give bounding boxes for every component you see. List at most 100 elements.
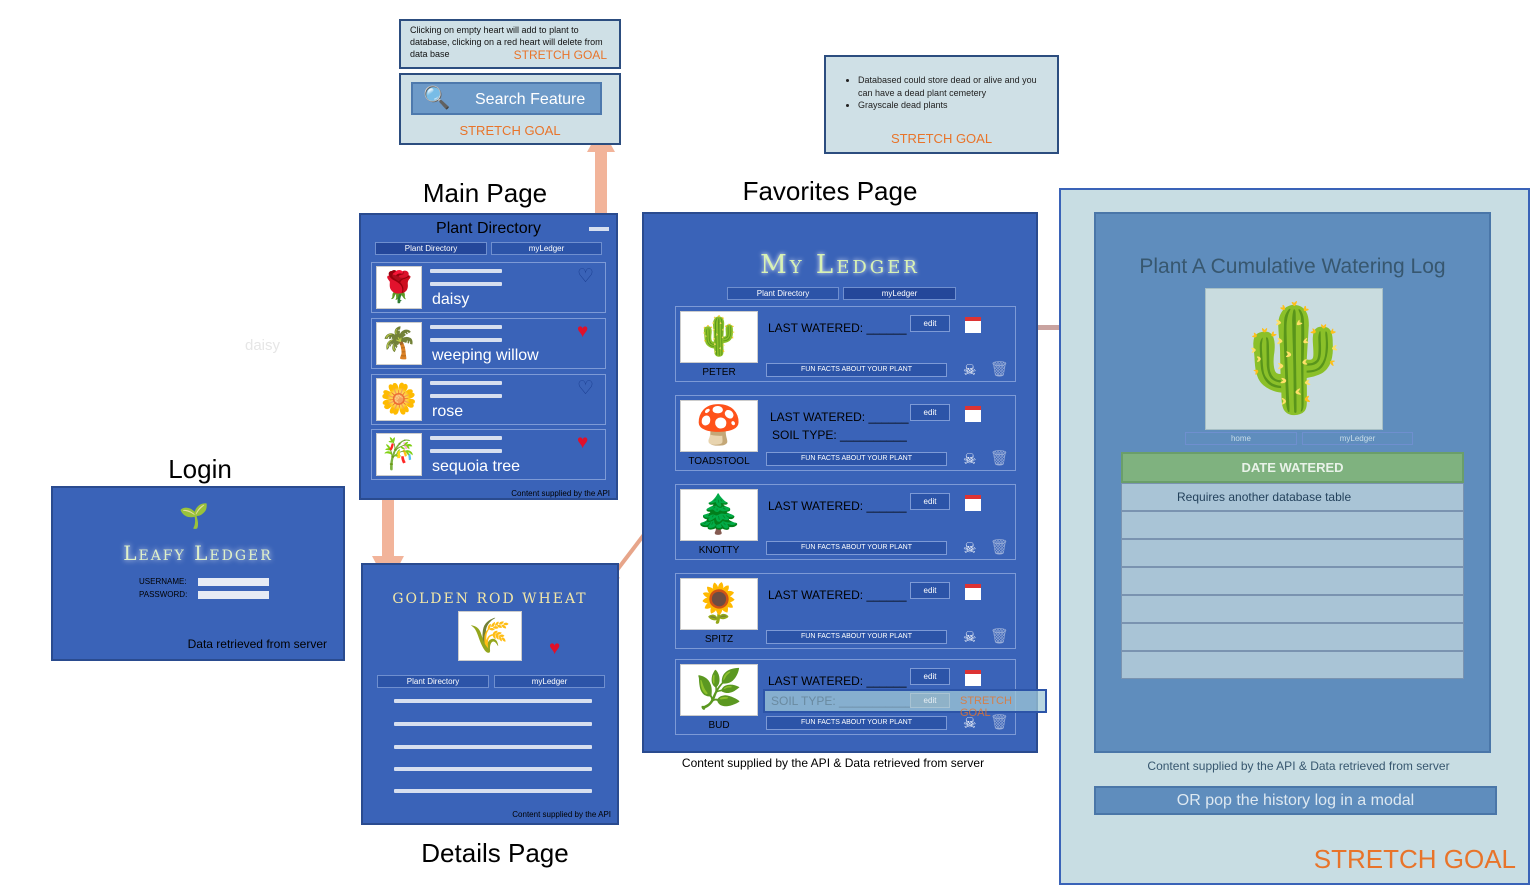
red-heart-icon[interactable]: ♥ (549, 638, 561, 659)
nav-my-ledger[interactable]: myLedger (491, 242, 602, 255)
red-heart-icon[interactable]: ♥ (577, 321, 589, 342)
log-row: Requires another database table (1121, 483, 1464, 511)
rose-icon: 🌹 (376, 266, 422, 309)
trash-icon[interactable]: 🗑 (990, 361, 1010, 378)
nav-my-ledger[interactable]: myLedger (494, 675, 605, 688)
placeholder-line (394, 789, 592, 793)
log-row (1121, 595, 1464, 623)
magnifier-icon: 🔍 (423, 85, 451, 110)
details-panel: GOLDEN ROD WHEAT 🌾 ♥ Plant Directory myL… (361, 563, 619, 825)
skull-icon[interactable]: ☠ (963, 715, 977, 732)
trash-icon[interactable]: 🗑 (990, 714, 1010, 731)
edit-button[interactable]: edit (910, 404, 950, 421)
details-plant-title: GOLDEN ROD WHEAT (392, 591, 588, 607)
log-title: Plant A Cumulative Watering Log (1139, 255, 1446, 278)
edit-button[interactable]: edit (910, 315, 950, 332)
plant-name: weeping willow (432, 347, 539, 364)
favorite-name: TOADSTOOL (688, 456, 750, 467)
empty-heart-icon[interactable]: ♡ (577, 266, 595, 287)
stretch-goal-label: STRETCH GOAL (513, 48, 607, 62)
favorite-card: 🍄 TOADSTOOL LAST WATERED: ______ SOIL TY… (675, 395, 1016, 471)
menu-dash-icon[interactable] (589, 227, 609, 231)
placeholder-line (430, 381, 502, 385)
trash-icon[interactable]: 🗑 (990, 450, 1010, 467)
herb-icon: 🌿 (680, 664, 758, 716)
stretch-goal-label: STRETCH GOAL (459, 123, 561, 138)
calendar-icon[interactable] (965, 406, 981, 422)
password-label: PASSWORD: (139, 590, 188, 599)
favorite-card: 🌲 KNOTTY LAST WATERED: ______ edit FUN F… (675, 484, 1016, 560)
main-footer: Content supplied by the API (511, 489, 610, 498)
trash-icon[interactable]: 🗑 (990, 539, 1010, 556)
fun-facts-button[interactable]: FUN FACTS ABOUT YOUR PLANT (766, 541, 947, 555)
arrow-up-shaft (595, 150, 607, 225)
skull-icon[interactable]: ☠ (963, 540, 977, 557)
placeholder-line (430, 325, 502, 329)
trash-icon[interactable]: 🗑 (990, 628, 1010, 645)
log-row (1121, 623, 1464, 651)
placeholder-line (394, 699, 592, 703)
nav-home[interactable]: home (1185, 432, 1297, 445)
nav-plant-directory[interactable]: Plant Directory (377, 675, 489, 688)
username-label: USERNAME: (139, 577, 187, 586)
soil-type-label: SOIL TYPE: __________ (772, 428, 907, 442)
username-field[interactable] (198, 578, 269, 586)
last-watered-label: LAST WATERED: ______ (770, 410, 909, 424)
calendar-icon[interactable] (965, 584, 981, 600)
log-footer: Content supplied by the API & Data retri… (1147, 759, 1450, 773)
soil-stretch-overlay: SOIL TYPE: ___________ edit STRETCH GOAL (763, 689, 1047, 719)
date-watered-header: DATE WATERED (1121, 452, 1464, 483)
nav-plant-directory[interactable]: Plant Directory (727, 287, 839, 300)
calendar-icon[interactable] (965, 495, 981, 511)
main-page-header: Plant Directory (436, 220, 541, 237)
nav-my-ledger[interactable]: myLedger (1302, 432, 1413, 445)
edit-button[interactable]: edit (910, 668, 950, 685)
favorites-footer: Content supplied by the API & Data retri… (681, 756, 985, 770)
nav-plant-directory[interactable]: Plant Directory (375, 242, 487, 255)
sprout-icon: 🌱 (179, 503, 209, 530)
fun-facts-button[interactable]: FUN FACTS ABOUT YOUR PLANT (766, 452, 947, 466)
fun-facts-button[interactable]: FUN FACTS ABOUT YOUR PLANT (766, 630, 947, 644)
skull-icon[interactable]: ☠ (963, 451, 977, 468)
nav-my-ledger[interactable]: myLedger (843, 287, 956, 300)
edit-button[interactable]: edit (910, 493, 950, 510)
heart-note: Clicking on empty heart will add to plan… (399, 19, 621, 69)
sunflower-icon: 🌼 (376, 378, 422, 421)
plant-card[interactable]: 🎋 sequoia tree ♥ (371, 429, 606, 480)
favorite-card: 🌻 SPITZ LAST WATERED: ______ edit FUN FA… (675, 573, 1016, 649)
skull-icon[interactable]: ☠ (963, 629, 977, 646)
log-row (1121, 539, 1464, 567)
log-row (1121, 651, 1464, 679)
details-page-title: Details Page (421, 838, 569, 868)
heart-note-text: Clicking on empty heart will add to plan… (410, 25, 603, 59)
fun-facts-button[interactable]: FUN FACTS ABOUT YOUR PLANT (766, 716, 947, 730)
calendar-icon[interactable] (965, 670, 981, 686)
placeholder-line (430, 436, 502, 440)
placeholder-line (394, 722, 592, 726)
log-row-text: Requires another database table (1177, 490, 1352, 504)
bullet-item: Databased could store dead or alive and … (858, 74, 1038, 99)
plant-name: sequoia tree (432, 458, 521, 475)
mushroom-icon: 🍄 (680, 400, 758, 452)
sunflower-icon: 🌻 (680, 578, 758, 630)
search-feature-button[interactable]: 🔍 Search Feature (411, 82, 602, 115)
fun-facts-button[interactable]: FUN FACTS ABOUT YOUR PLANT (766, 363, 947, 377)
plant-name: daisy (432, 291, 470, 308)
plant-card[interactable]: 🌹 daisy ♡ (371, 262, 606, 313)
modal-option-button[interactable]: OR pop the history log in a modal (1094, 786, 1497, 815)
red-heart-icon[interactable]: ♥ (577, 432, 589, 453)
ledger-header: My Ledger (760, 250, 920, 280)
placeholder-line (430, 282, 502, 286)
empty-heart-icon[interactable]: ♡ (577, 378, 595, 399)
plant-card[interactable]: 🌼 rose ♡ (371, 374, 606, 425)
password-field[interactable] (198, 591, 269, 599)
dead-plant-bullets: Databased could store dead or alive and … (858, 74, 1038, 112)
stretch-goal-label: STRETCH GOAL (890, 131, 993, 146)
calendar-icon[interactable] (965, 317, 981, 333)
main-page-title: Main Page (422, 178, 548, 208)
skull-icon[interactable]: ☠ (963, 362, 977, 379)
edit-button[interactable]: edit (910, 693, 950, 708)
plant-card[interactable]: 🌴 weeping willow ♥ (371, 318, 606, 369)
edit-button[interactable]: edit (910, 582, 950, 599)
evergreen-tree-icon: 🌲 (680, 489, 758, 541)
